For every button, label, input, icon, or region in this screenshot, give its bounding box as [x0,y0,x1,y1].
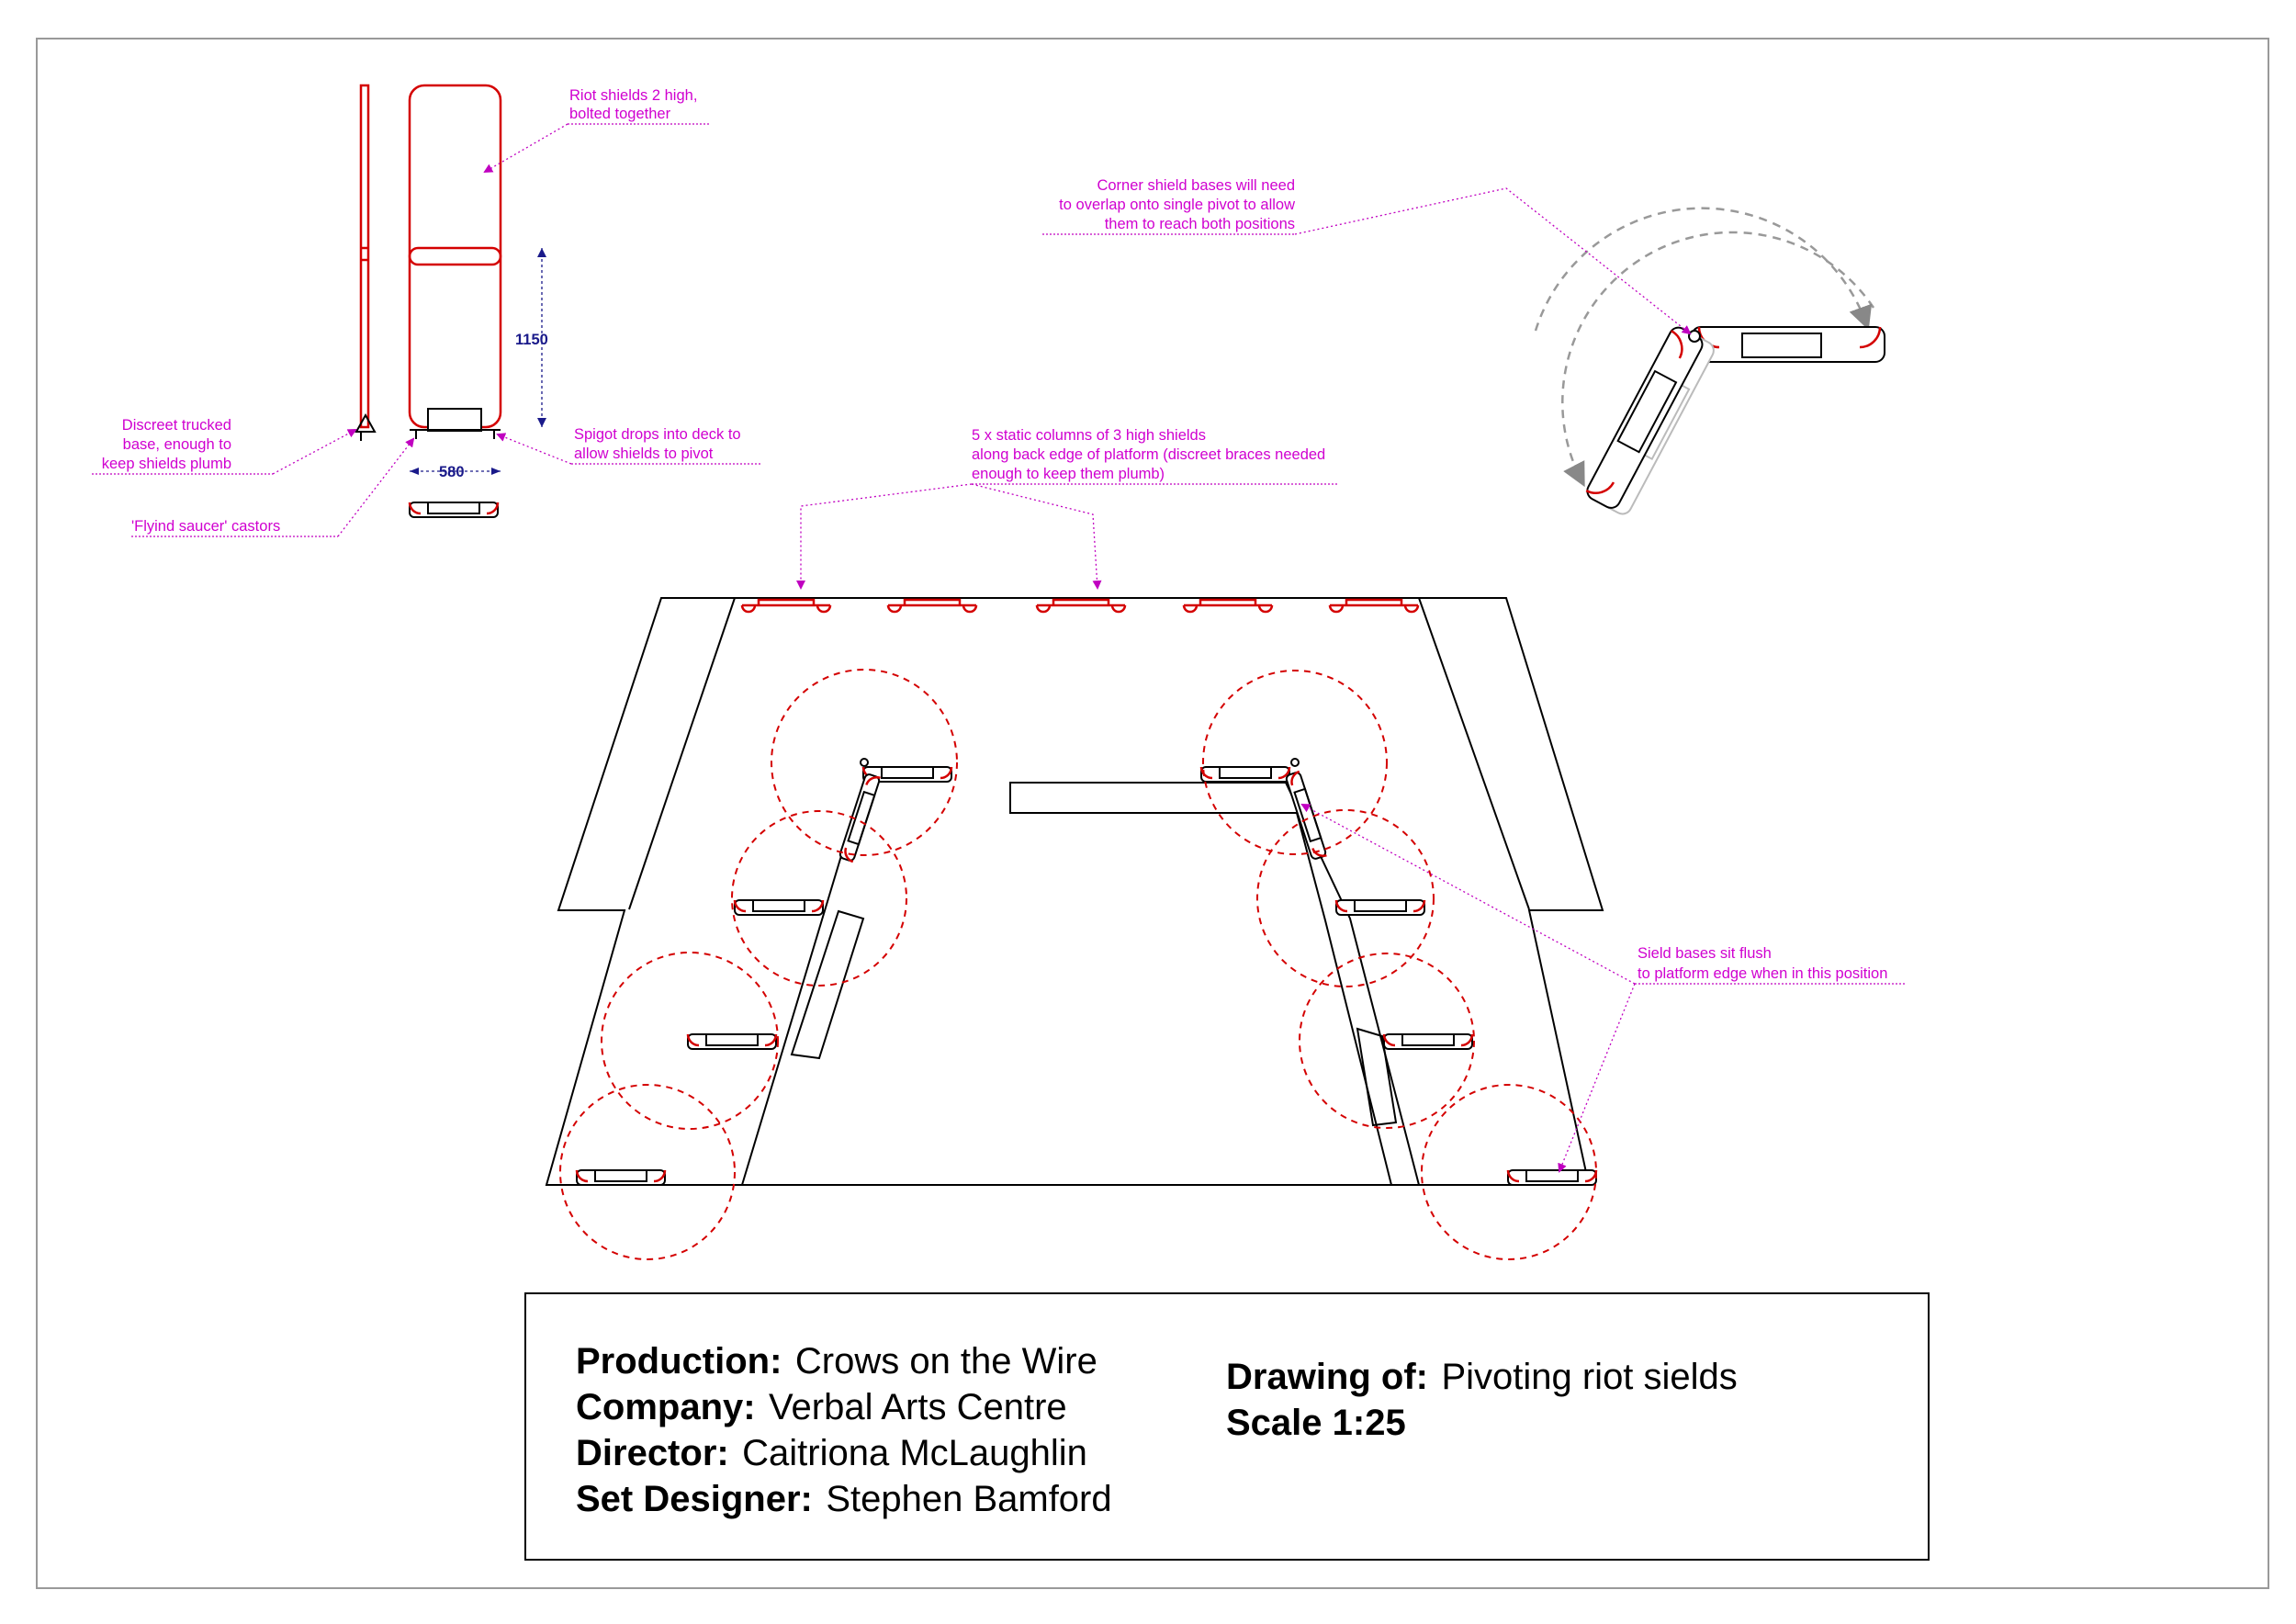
director-value: Caitriona McLaughlin [742,1433,1087,1473]
company-value: Verbal Arts Centre [769,1387,1067,1427]
corner-pivot-detail [1534,207,1885,515]
note-corner-bases-line1: Corner shield bases will need [1097,177,1295,194]
note-trucked-base: Discreet trucked base, enough to keep sh… [92,417,357,475]
note-trucked-base-line3: keep shields plumb [102,456,231,472]
director-line: Director: Caitriona McLaughlin [576,1433,1087,1473]
height-dimension-label: 1150 [515,332,548,348]
note-trucked-base-line2: base, enough to [123,436,231,453]
scale-label: Scale 1:25 [1226,1403,1406,1443]
note-trucked-base-line1: Discreet trucked [122,417,231,434]
note-flush-bases-line1: Sield bases sit flush [1638,945,1772,962]
note-spigot: Spigot drops into deck to allow shields … [496,426,760,465]
designer-label: Set Designer: [576,1479,813,1519]
designer-line: Set Designer: Stephen Bamford [576,1479,1112,1519]
title-block: Production: Crows on the Wire Company: V… [524,1292,1930,1561]
note-flush-bases: Sield bases sit flush to platform edge w… [1300,804,1906,1173]
note-static-columns-line1: 5 x static columns of 3 high shields [972,427,1206,444]
note-castors-text: 'Flyind saucer' castors [131,518,280,535]
height-dimension: 1150 [515,248,548,427]
note-static-columns: 5 x static columns of 3 high shields alo… [796,427,1339,590]
note-riot-shields-line2: bolted together [569,106,671,122]
production-value: Crows on the Wire [795,1341,1097,1382]
width-dimension: 580 [410,464,501,480]
company-line: Company: Verbal Arts Centre [576,1387,1067,1427]
note-corner-bases-line2: to overlap onto single pivot to allow [1059,197,1295,213]
designer-value: Stephen Bamford [826,1479,1111,1519]
note-flush-bases-line2: to platform edge when in this position [1638,965,1887,982]
note-static-columns-line3: enough to keep them plumb) [972,466,1165,482]
drawing-of-line: Drawing of: Pivoting riot sields [1226,1357,1738,1397]
sheet-border [36,38,2269,1589]
note-castors: 'Flyind saucer' castors [131,437,415,537]
director-label: Director: [576,1433,729,1473]
drawing-of-value: Pivoting riot sields [1441,1357,1737,1397]
stage-plan [545,597,1604,1260]
note-spigot-line2: allow shields to pivot [574,445,714,462]
note-riot-shields-line1: Riot shields 2 high, [569,87,697,104]
company-label: Company: [576,1387,756,1427]
note-spigot-line1: Spigot drops into deck to [574,426,741,443]
note-riot-shields: Riot shields 2 high, bolted together [483,87,709,174]
drawing-of-label: Drawing of: [1226,1357,1428,1397]
shield-elevation [355,84,502,519]
note-static-columns-line2: along back edge of platform (discreet br… [972,446,1325,463]
production-line: Production: Crows on the Wire [576,1341,1097,1382]
note-corner-bases-line3: them to reach both positions [1105,216,1295,232]
width-dimension-label: 580 [439,464,465,480]
production-label: Production: [576,1341,782,1382]
note-corner-bases: Corner shield bases will need to overlap… [1042,177,1692,335]
